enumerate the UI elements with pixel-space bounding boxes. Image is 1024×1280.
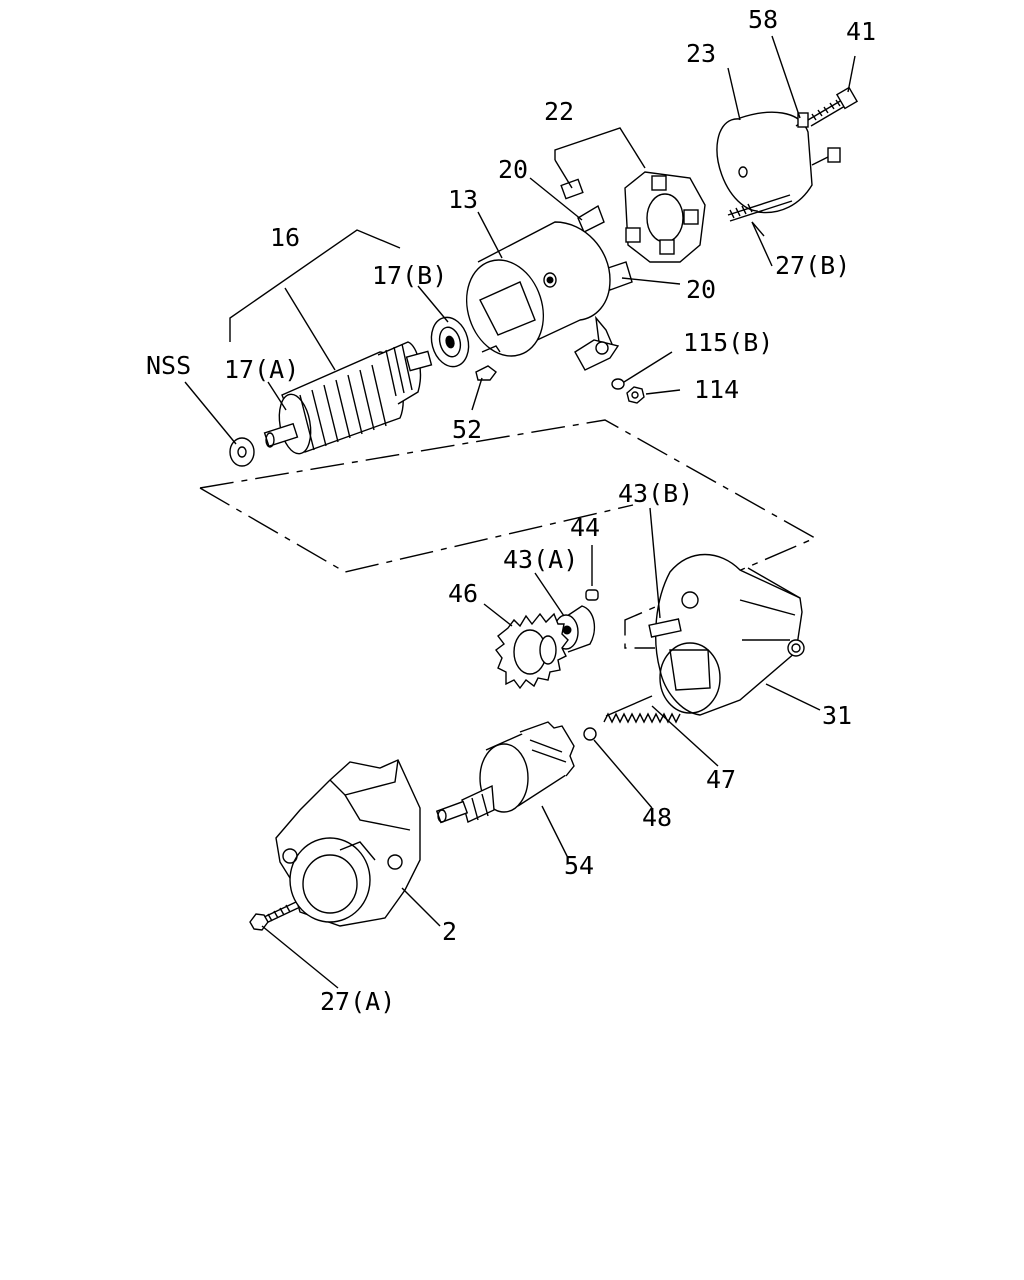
part-115b-washer xyxy=(611,378,625,390)
label-44: 44 xyxy=(570,513,600,542)
part-54-pinion-clutch xyxy=(435,721,575,824)
label-115b: 115(B) xyxy=(683,328,773,357)
label-16: 16 xyxy=(270,223,300,252)
part-27a-bolt xyxy=(249,901,299,931)
part-46-gear xyxy=(495,612,569,690)
part-16-armature xyxy=(263,341,433,455)
label-20-lower: 20 xyxy=(686,275,716,304)
label-13: 13 xyxy=(448,185,478,214)
label-20-upper: 20 xyxy=(498,155,528,184)
part-27b-through-bolt xyxy=(727,194,793,237)
label-27b: 27(B) xyxy=(775,251,850,280)
label-22: 22 xyxy=(544,97,574,126)
label-31: 31 xyxy=(822,701,852,730)
part-nss-washer xyxy=(229,437,255,467)
label-58: 58 xyxy=(748,5,778,34)
label-17a: 17(A) xyxy=(224,355,299,384)
label-47: 47 xyxy=(706,765,736,794)
label-17b: 17(B) xyxy=(372,261,447,290)
part-17b-bearing xyxy=(430,316,470,368)
label-54: 54 xyxy=(564,851,594,880)
part-31-housing xyxy=(648,553,805,716)
label-43b: 43(B) xyxy=(618,479,693,508)
label-52: 52 xyxy=(452,415,482,444)
label-41: 41 xyxy=(846,17,876,46)
label-43a: 43(A) xyxy=(503,545,578,574)
assembly-boundary-line-lower xyxy=(199,487,634,573)
part-48-ball xyxy=(583,727,597,741)
part-47-spring xyxy=(603,695,681,724)
label-23: 23 xyxy=(686,39,716,68)
part-2-front-housing xyxy=(275,759,421,927)
label-48: 48 xyxy=(642,803,672,832)
label-2: 2 xyxy=(442,917,457,946)
part-13-yoke xyxy=(465,221,620,371)
part-23-end-cover xyxy=(716,111,841,214)
leader-lines xyxy=(184,35,856,989)
label-27a: 27(A) xyxy=(320,987,395,1016)
part-41-bolt xyxy=(807,86,859,127)
label-114: 114 xyxy=(694,375,739,404)
label-nss: NSS xyxy=(146,351,191,380)
part-22-brush-holder xyxy=(560,171,706,263)
part-52-key xyxy=(475,345,501,381)
label-46: 46 xyxy=(448,579,478,608)
part-44-pin xyxy=(585,589,599,601)
part-114-nut xyxy=(626,386,645,404)
